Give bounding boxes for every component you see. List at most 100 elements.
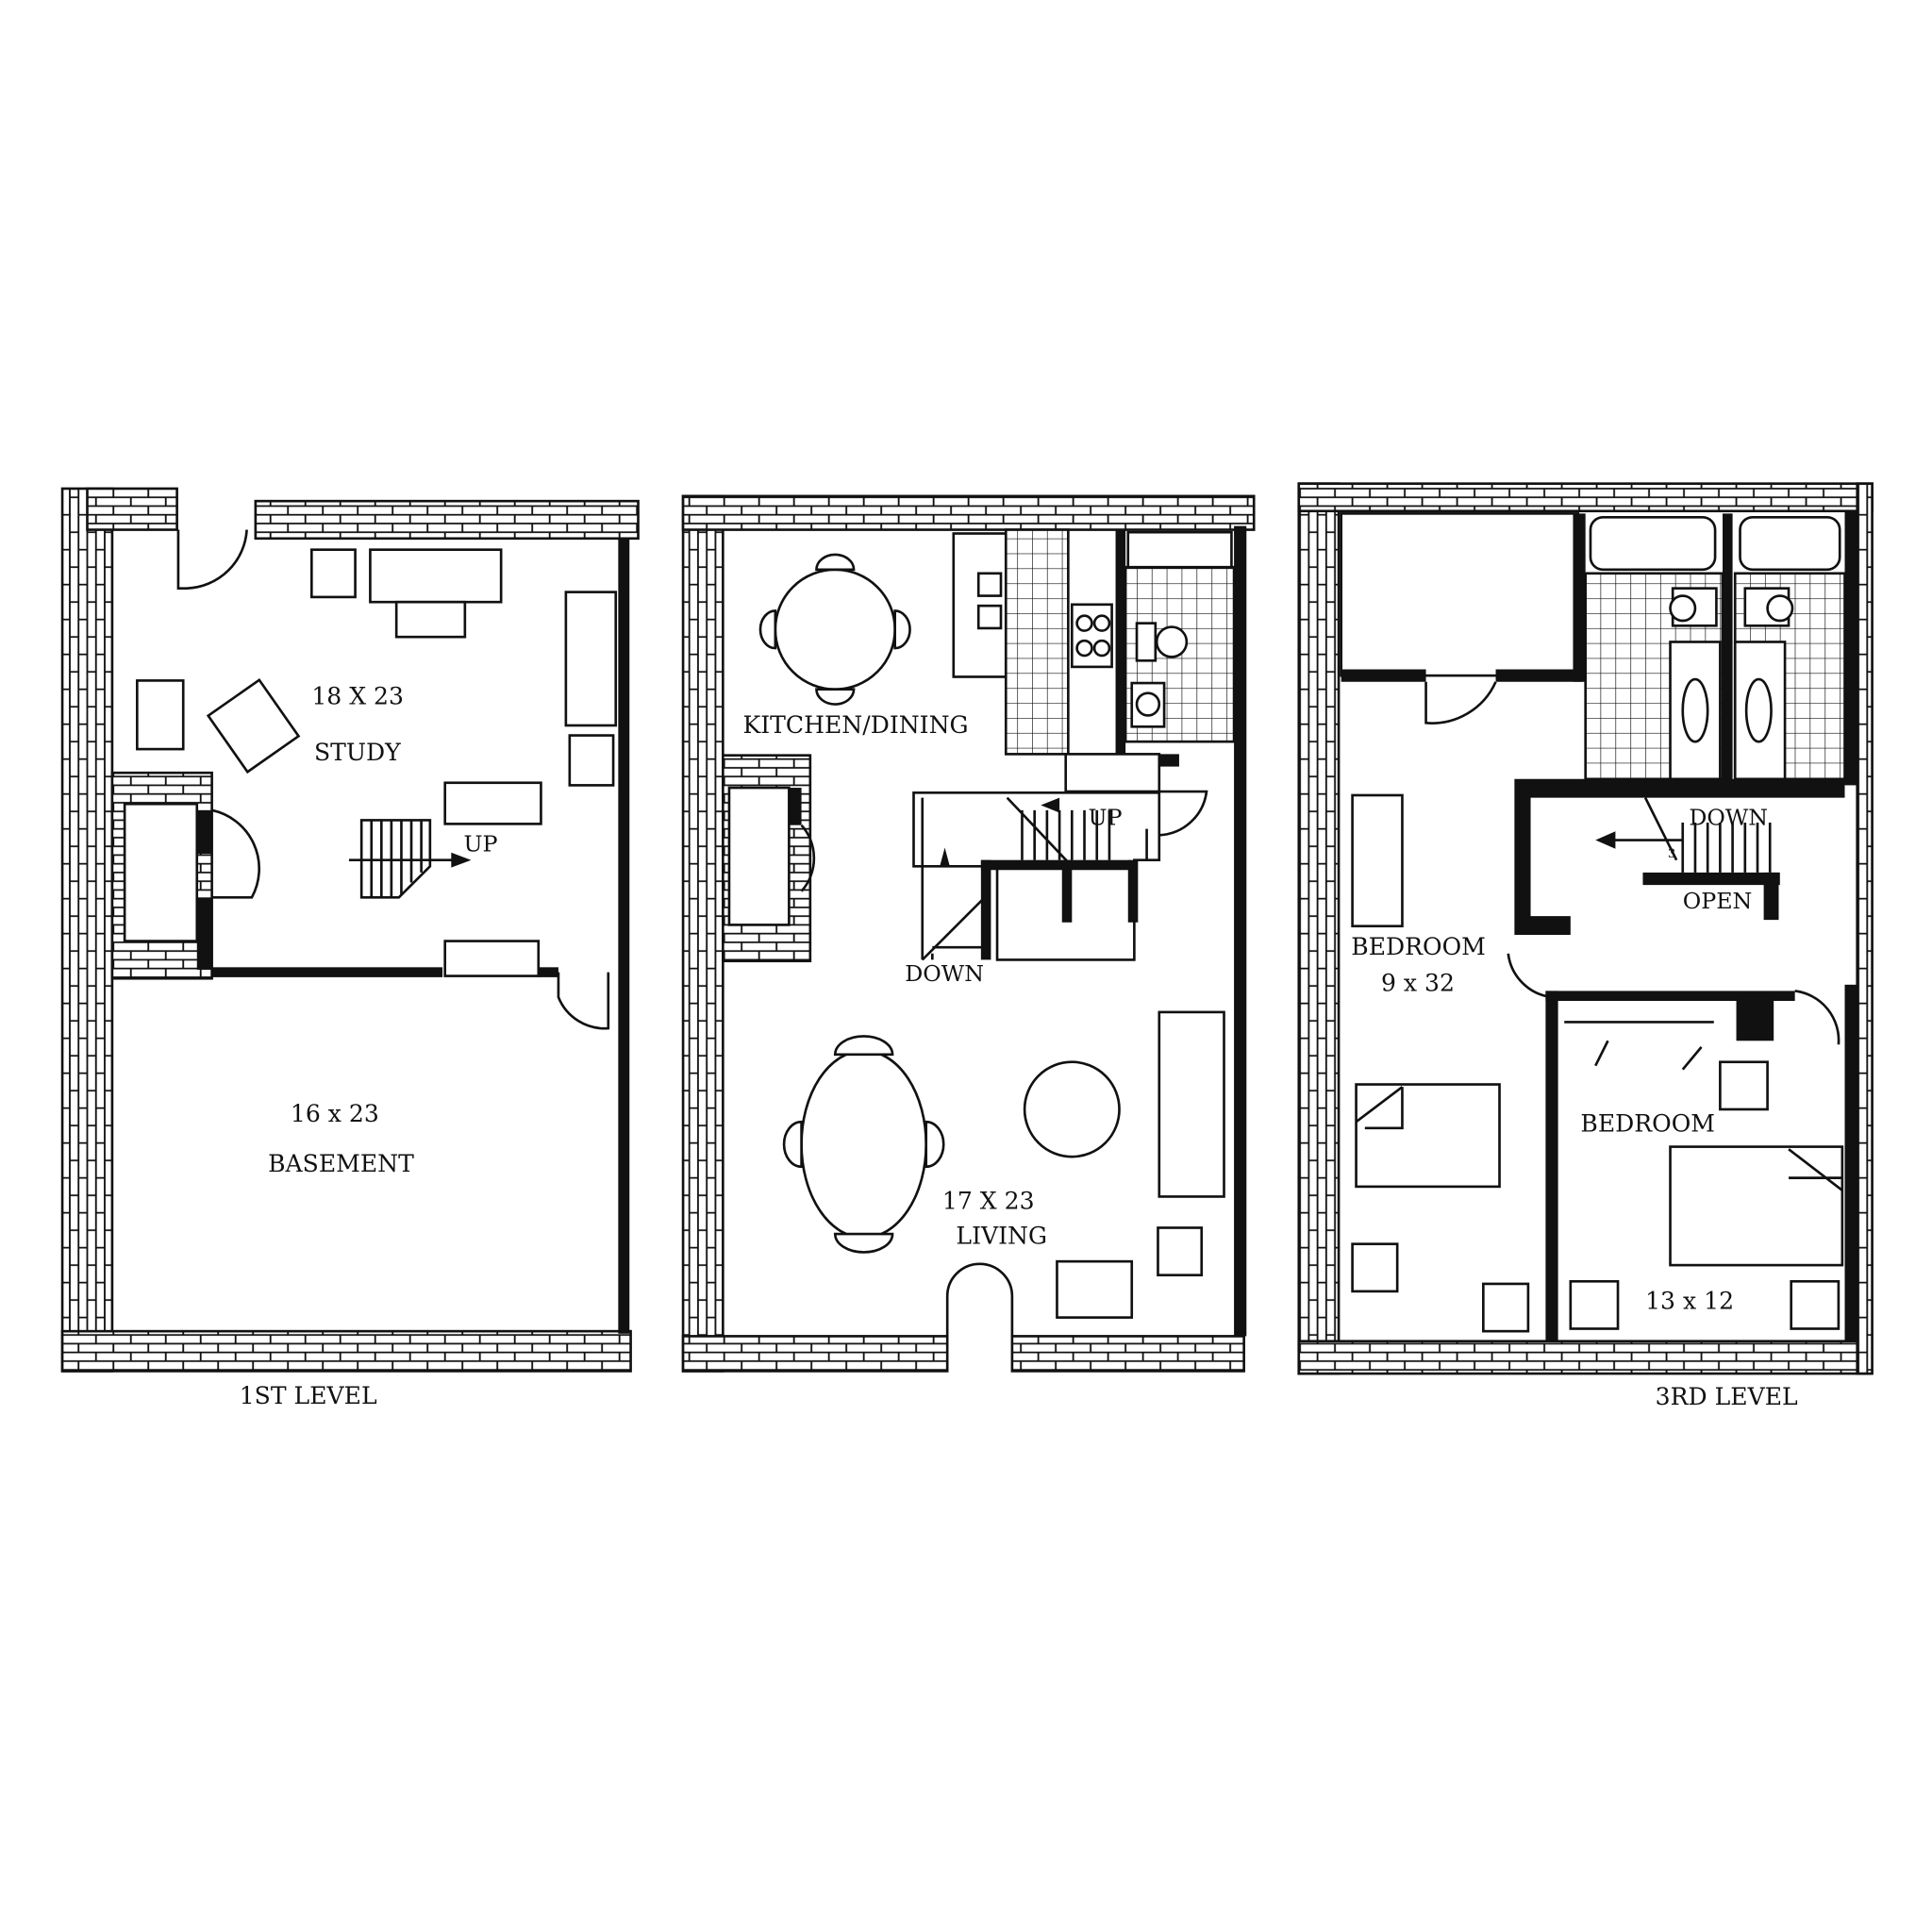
open-label: OPEN [1683, 888, 1753, 914]
bookcase [564, 591, 618, 727]
sink [1681, 677, 1709, 743]
chair [1719, 1060, 1769, 1111]
desk-chair [394, 600, 467, 639]
level-caption: 3RD LEVEL [1656, 1383, 1798, 1410]
room-size-basement: 16 x 23 [291, 1100, 379, 1127]
chair [310, 548, 357, 599]
closet-wall [196, 897, 212, 970]
bathtub [1739, 516, 1841, 572]
bed-pillow [1355, 1086, 1404, 1130]
level-caption: 1ST LEVEL [240, 1382, 377, 1409]
wall-right [1844, 984, 1857, 1341]
door-swing [176, 529, 610, 1030]
burner [1092, 614, 1111, 632]
dining-table [774, 568, 897, 691]
brick-wall-top [681, 494, 1256, 531]
stove [1070, 603, 1113, 669]
door-swing [800, 824, 1014, 1337]
staircase [912, 754, 1208, 961]
wall-right [618, 538, 630, 1334]
level-3-plan: DOWN 3 OPEN BEDROOM 9 x 32 BEDROOM 13 x … [1297, 482, 1874, 1410]
nightstand [1790, 1279, 1840, 1330]
room-size-bedroom-2: 13 x 12 [1645, 1287, 1734, 1314]
coffee-table [1023, 1060, 1121, 1158]
burner [1075, 639, 1093, 658]
bedroom-wall [1545, 991, 1795, 1001]
room-name-basement: BASEMENT [268, 1150, 414, 1177]
armchair [206, 677, 301, 774]
partition-wall [211, 967, 443, 977]
bed-pillow [1788, 1148, 1843, 1191]
room-name-living: LIVING [956, 1223, 1047, 1250]
chair [758, 553, 911, 706]
burner [1092, 639, 1111, 658]
wall-right [1844, 510, 1857, 786]
brick-wall-right [1856, 482, 1874, 1375]
closet-wall [1573, 513, 1586, 682]
armchair [1056, 1259, 1134, 1319]
bench [443, 781, 542, 825]
brick-wall-top [1297, 482, 1874, 513]
burner [1075, 614, 1093, 632]
chair [782, 1035, 945, 1254]
appliance [976, 604, 1003, 630]
brick-wall-bottom-right [1010, 1335, 1245, 1373]
closet-wall [1736, 997, 1774, 1041]
closet-wall [1341, 669, 1426, 682]
stair-label-up: UP [464, 830, 498, 857]
stair-step-number: 3 [1668, 847, 1675, 861]
brick-wall-bottom [60, 1329, 632, 1373]
bed [1669, 1145, 1844, 1267]
room-name-kitchen-dining: KITCHEN/DINING [742, 711, 968, 739]
closet-wall [1495, 669, 1584, 682]
level-2-plan: UP DOWN KITCHEN/DINING 17 X 23 LIVING [681, 494, 1256, 1373]
toilet [1766, 594, 1794, 623]
room-name-study: STUDY [314, 739, 401, 766]
closet-rod [1564, 1021, 1714, 1071]
partition-wall [538, 967, 558, 977]
desk [369, 548, 503, 604]
wall-right [1234, 525, 1247, 1337]
side-table [136, 679, 185, 751]
closet-interior [123, 802, 199, 942]
staircase [348, 819, 472, 899]
room-size-living: 17 X 23 [942, 1188, 1035, 1215]
brick-wall-left [60, 487, 114, 1373]
room-size-bedroom-1: 9 x 32 [1381, 969, 1455, 996]
brick-wall-left [1297, 482, 1341, 1375]
level-1-plan: UP 18 X 23 STUDY 16 x 23 BASEMENT 1ST LE… [60, 487, 640, 1409]
bed [1355, 1083, 1501, 1189]
closet-wall [789, 788, 802, 825]
sink [1744, 677, 1773, 743]
stair-hall [1514, 778, 1845, 935]
sofa [1158, 1010, 1225, 1198]
closet [1340, 512, 1580, 677]
room-name-bedroom-1: BEDROOM [1351, 933, 1486, 960]
brick-wall-top [254, 499, 640, 541]
kitchen-tile-floor [1004, 528, 1070, 756]
brick-wall-bottom [1297, 1340, 1872, 1375]
nightstand [1482, 1282, 1530, 1333]
room-name-bedroom-2: BEDROOM [1580, 1110, 1715, 1138]
room-size-study: 18 X 23 [311, 683, 404, 710]
closet-interior [727, 786, 791, 926]
closet-wall [196, 809, 212, 855]
brick-wall-top-left [86, 487, 178, 531]
dresser [1351, 793, 1404, 928]
toilet-tank [1135, 622, 1158, 662]
toilet [1669, 594, 1697, 623]
counter [1064, 753, 1161, 793]
stair-label-up: UP [1088, 805, 1122, 831]
nightstand [1351, 1242, 1399, 1293]
stair-label-down: DOWN [905, 960, 984, 987]
cabinet [443, 940, 541, 977]
bedroom-wall [1545, 991, 1558, 1341]
toilet [1155, 625, 1189, 658]
bathtub [1589, 516, 1717, 572]
stair-label-down: DOWN [1689, 805, 1768, 831]
nightstand [1569, 1279, 1620, 1330]
brick-wall-left [681, 494, 724, 1373]
appliance [976, 572, 1003, 597]
bath-wall [1115, 529, 1126, 760]
